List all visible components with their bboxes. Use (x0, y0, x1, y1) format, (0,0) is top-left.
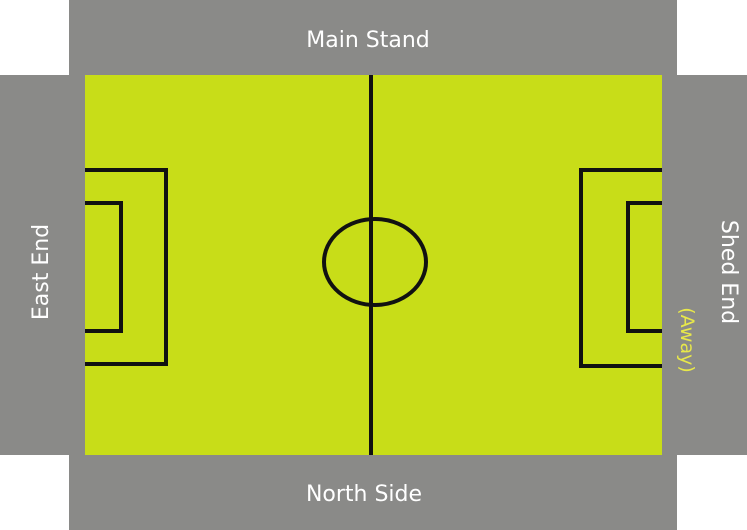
east-end-label: East End (29, 224, 54, 320)
north-side-stand (69, 455, 677, 530)
shed-end-label: Shed End (716, 220, 741, 324)
pitch (85, 75, 662, 455)
left-goal-area (85, 201, 123, 333)
right-goal-area (626, 201, 662, 333)
main-stand-label: Main Stand (306, 28, 430, 53)
right-penalty-area (579, 168, 662, 368)
left-penalty-area (85, 168, 168, 366)
north-side-label: North Side (306, 482, 422, 507)
shed-end-stand (662, 75, 747, 455)
main-stand (69, 0, 677, 75)
away-label: (Away) (676, 307, 698, 372)
east-end-stand (0, 75, 85, 455)
centre-circle (322, 217, 428, 307)
